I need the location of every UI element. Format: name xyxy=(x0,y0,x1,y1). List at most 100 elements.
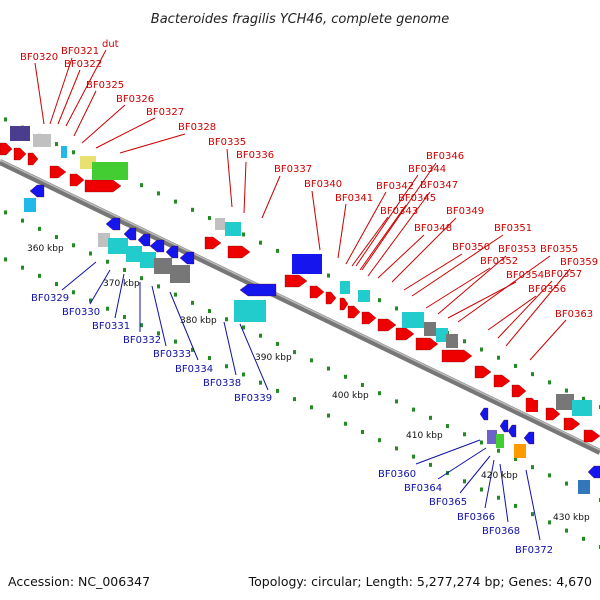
gene-arrow[interactable] xyxy=(13,147,27,161)
gene-arrow[interactable] xyxy=(227,245,251,259)
gene-feature[interactable] xyxy=(10,126,30,141)
gene-arrow[interactable] xyxy=(511,384,527,398)
gene-feature[interactable] xyxy=(446,334,458,348)
gene-feature[interactable] xyxy=(556,394,574,410)
gene-label[interactable]: BF0332 xyxy=(123,335,161,346)
gene-feature[interactable] xyxy=(154,258,172,274)
gene-feature[interactable] xyxy=(108,238,128,254)
gene-label[interactable]: BF0368 xyxy=(482,526,520,537)
gene-feature[interactable] xyxy=(496,434,504,448)
gene-arrow[interactable] xyxy=(69,173,85,187)
gene-label[interactable]: BF0338 xyxy=(203,378,241,389)
gene-arrow[interactable] xyxy=(239,283,277,297)
gene-label[interactable]: BF0327 xyxy=(146,107,184,118)
gene-arrow[interactable] xyxy=(499,419,509,433)
gene-arrow[interactable] xyxy=(441,349,473,363)
gene-label[interactable]: BF0343 xyxy=(380,206,418,217)
gene-label[interactable]: BF0348 xyxy=(414,223,452,234)
gene-label[interactable]: BF0349 xyxy=(446,206,484,217)
gene-label[interactable]: BF0355 xyxy=(540,244,578,255)
gene-feature[interactable] xyxy=(98,233,110,247)
gene-feature[interactable] xyxy=(24,198,36,212)
gene-feature[interactable] xyxy=(61,146,67,158)
gene-feature[interactable] xyxy=(33,134,51,147)
gene-arrow[interactable] xyxy=(309,285,325,299)
gene-label[interactable]: BF0345 xyxy=(398,193,436,204)
gene-label[interactable]: BF0320 xyxy=(20,52,58,63)
gene-label[interactable]: BF0350 xyxy=(452,242,490,253)
gene-arrow[interactable] xyxy=(583,429,600,443)
gene-label[interactable]: BF0344 xyxy=(408,164,446,175)
gene-label[interactable]: BF0329 xyxy=(31,293,69,304)
gene-feature[interactable] xyxy=(436,328,448,342)
gene-label[interactable]: BF0364 xyxy=(404,483,442,494)
gene-feature[interactable] xyxy=(215,218,225,230)
gene-label[interactable]: BF0330 xyxy=(62,307,100,318)
gene-label[interactable]: BF0354 xyxy=(506,270,544,281)
gene-arrow[interactable] xyxy=(165,245,179,259)
gene-label[interactable]: BF0322 xyxy=(64,59,102,70)
gene-label[interactable]: BF0351 xyxy=(494,223,532,234)
gene-label[interactable]: BF0360 xyxy=(378,469,416,480)
gene-label[interactable]: BF0342 xyxy=(376,181,414,192)
gene-arrow[interactable] xyxy=(507,424,517,438)
gene-arrow[interactable] xyxy=(361,311,377,325)
gene-arrow[interactable] xyxy=(339,297,349,311)
gene-arrow[interactable] xyxy=(284,274,308,288)
gene-label[interactable]: BF0335 xyxy=(208,137,246,148)
gene-feature[interactable] xyxy=(340,281,350,294)
gene-arrow[interactable] xyxy=(493,374,511,388)
gene-arrow[interactable] xyxy=(377,318,397,332)
gene-label[interactable]: BF0357 xyxy=(544,269,582,280)
gene-label[interactable]: BF0346 xyxy=(426,151,464,162)
gene-label[interactable]: BF0321 xyxy=(61,46,99,57)
gene-arrow[interactable] xyxy=(179,251,195,265)
gene-feature[interactable] xyxy=(234,300,266,322)
gene-label[interactable]: dut xyxy=(102,39,119,50)
gene-arrow[interactable] xyxy=(84,179,122,193)
gene-arrow[interactable] xyxy=(29,184,45,198)
gene-label[interactable]: BF0334 xyxy=(175,364,213,375)
gene-label[interactable]: BF0347 xyxy=(420,180,458,191)
gene-feature[interactable] xyxy=(402,312,424,328)
gene-feature[interactable] xyxy=(514,444,526,458)
gene-feature[interactable] xyxy=(170,265,190,283)
gene-feature[interactable] xyxy=(578,480,590,494)
gene-arrow[interactable] xyxy=(49,165,67,179)
gene-label[interactable]: BF0326 xyxy=(116,94,154,105)
gene-label[interactable]: BF0372 xyxy=(515,545,553,556)
gene-label[interactable]: BF0339 xyxy=(234,393,272,404)
gene-feature[interactable] xyxy=(92,162,128,180)
gene-arrow[interactable] xyxy=(587,465,600,479)
gene-arrow[interactable] xyxy=(474,365,492,379)
gene-label[interactable]: BF0336 xyxy=(236,150,274,161)
gene-label[interactable]: BF0340 xyxy=(304,179,342,190)
gene-label[interactable]: BF0366 xyxy=(457,512,495,523)
gene-label[interactable]: BF0337 xyxy=(274,164,312,175)
gene-feature[interactable] xyxy=(140,252,156,268)
gene-arrow[interactable] xyxy=(149,239,165,253)
gene-arrow[interactable] xyxy=(415,337,439,351)
gene-label[interactable]: BF0333 xyxy=(153,349,191,360)
gene-arrow[interactable] xyxy=(523,431,535,445)
gene-feature[interactable] xyxy=(126,246,142,262)
gene-feature[interactable] xyxy=(292,254,322,274)
gene-arrow[interactable] xyxy=(123,227,137,241)
gene-feature[interactable] xyxy=(358,290,370,302)
gene-feature[interactable] xyxy=(487,430,497,444)
gene-arrow[interactable] xyxy=(479,407,489,421)
gene-label[interactable]: BF0352 xyxy=(480,256,518,267)
gene-arrow[interactable] xyxy=(137,233,151,247)
gene-feature[interactable] xyxy=(225,222,241,236)
gene-label[interactable]: BF0356 xyxy=(528,284,566,295)
gene-label[interactable]: BF0341 xyxy=(335,193,373,204)
gene-arrow[interactable] xyxy=(545,407,561,421)
gene-label[interactable]: BF0365 xyxy=(429,497,467,508)
gene-arrow[interactable] xyxy=(27,152,39,166)
gene-arrow[interactable] xyxy=(0,142,13,156)
gene-label[interactable]: BF0325 xyxy=(86,80,124,91)
gene-feature[interactable] xyxy=(572,400,592,416)
gene-arrow[interactable] xyxy=(395,327,415,341)
gene-arrow[interactable] xyxy=(563,417,581,431)
gene-label[interactable]: BF0331 xyxy=(92,321,130,332)
